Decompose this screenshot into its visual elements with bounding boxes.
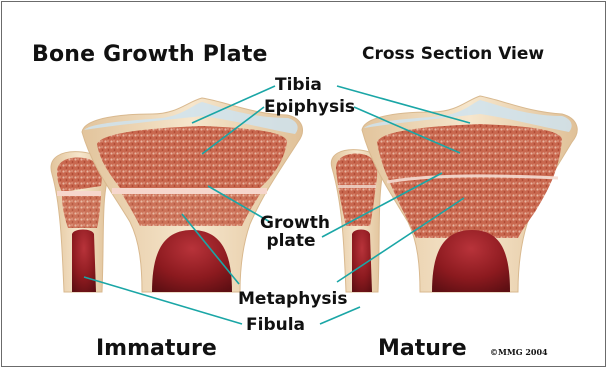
diagram-title: Bone Growth Plate [32,42,268,67]
label-epiphysis: Epiphysis [264,98,355,116]
mature-fibula [331,150,383,292]
label-growth-plate-line1: Growth [260,214,322,232]
caption-mature: Mature [378,336,467,361]
label-growth-plate: Growth plate [260,214,322,250]
mature-tibia [362,96,577,292]
leader-fibula-mature [320,307,360,324]
diagram-subtitle: Cross Section View [362,44,544,64]
label-fibula: Fibula [246,316,305,334]
label-growth-plate-line2: plate [260,232,322,250]
copyright-notice: ©MMG 2004 [490,347,548,357]
label-metaphysis: Metaphysis [238,290,347,308]
caption-immature: Immature [96,336,217,361]
label-tibia: Tibia [275,76,322,94]
immature-tibia [82,98,302,292]
